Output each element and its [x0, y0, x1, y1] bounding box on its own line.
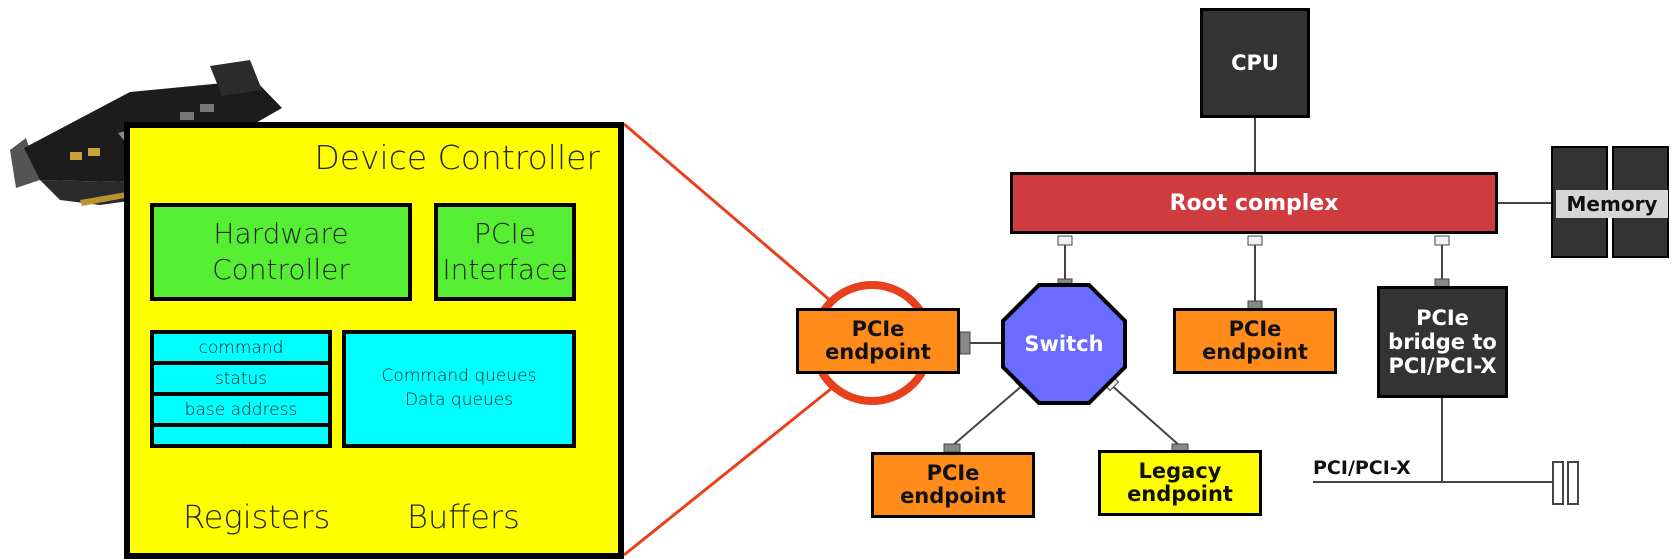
memory-modules: [1551, 146, 1669, 258]
register-status: status: [154, 365, 328, 396]
registers-box: command status base address …: [150, 330, 332, 451]
pcie-interface-box: PCIe Interface: [434, 203, 576, 301]
register-base-address: base address: [154, 396, 328, 427]
switch-label: Switch: [1024, 332, 1104, 356]
cpu-box: CPU: [1200, 8, 1310, 118]
legacy-endpoint-label: Legacy endpoint: [1127, 458, 1233, 506]
register-more: …: [232, 430, 250, 451]
zoom-line-bottom: [623, 386, 833, 557]
register-command: command: [154, 334, 328, 365]
pci-bus-label: PCI/PCI-X: [1313, 457, 1411, 479]
root-complex-box: Root complex: [1010, 172, 1498, 234]
buffers-box: Command queues Data queues: [342, 330, 576, 448]
pcie-bridge-box: PCIe bridge to PCI/PCI-X: [1377, 286, 1508, 398]
legacy-endpoint: Legacy endpoint: [1098, 450, 1262, 516]
pcie-endpoint-left: PCIe endpoint: [796, 308, 960, 374]
device-controller-block: Device Controller Hardware Controller PC…: [124, 122, 624, 559]
pci-slot-icon: [1552, 461, 1579, 505]
registers-label: Registers: [183, 498, 331, 536]
pcie-endpoint-bottom-label: PCIe endpoint: [900, 460, 1006, 508]
pcie-endpoint-middle-label: PCIe endpoint: [1202, 316, 1308, 364]
memory-label: Memory: [1566, 192, 1658, 216]
switch-shape: [1001, 283, 1127, 405]
buffer-data-queues: Data queues: [404, 390, 514, 410]
pcie-endpoint-bottom: PCIe endpoint: [871, 452, 1035, 518]
pcie-endpoint-left-label: PCIe endpoint: [825, 316, 931, 364]
zoom-line-top: [623, 122, 833, 304]
hardware-controller-box: Hardware Controller: [150, 203, 412, 301]
buffer-command-queues: Command queues: [381, 366, 537, 387]
pcie-bridge-label: PCIe bridge to PCI/PCI-X: [1388, 305, 1497, 379]
device-controller-title: Device Controller: [314, 138, 600, 177]
buffers-label: Buffers: [407, 498, 520, 536]
pcie-endpoint-middle: PCIe endpoint: [1173, 308, 1337, 374]
connections: [951, 118, 1555, 483]
